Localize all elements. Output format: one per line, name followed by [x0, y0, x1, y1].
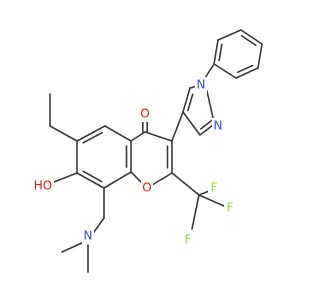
- bond-hydroxyl: [53, 172, 78, 183]
- bond-phenyl-4: [257, 43, 263, 69]
- bond-cf-right: [198, 194, 225, 207]
- bond-to-phenyl: [204, 63, 215, 79]
- bond-phenyl-2: [217, 29, 242, 41]
- fluorine-right-text: F: [227, 201, 234, 215]
- bond-benzo-inner-1: [82, 131, 104, 144]
- pyrazole-n2-label: N: [212, 118, 224, 134]
- bond-pyrazole-5: [182, 111, 201, 136]
- fluorine-right-label: F: [224, 200, 236, 216]
- molecule-canvas: O HO O N N N: [32, 29, 263, 273]
- atom-label-layer: O HO O N N N: [32, 77, 236, 248]
- molecule-structure-drawing: O HO O N N N: [32, 29, 263, 273]
- carbonyl-oxygen-text: O: [140, 107, 149, 121]
- bond-layer: [49, 29, 263, 273]
- bond-phenyl-1: [213, 39, 219, 65]
- bond-benzo-4: [103, 171, 132, 189]
- pyrazole-n1-text: N: [197, 78, 206, 92]
- fluorine-top-text: F: [211, 181, 218, 195]
- bond-phenyl-inner-3: [236, 64, 254, 74]
- bond-benzo-3: [76, 172, 105, 189]
- bond-cf3: [171, 172, 200, 196]
- bond-phenyl-3: [240, 29, 263, 45]
- pyrazole-n2-text: N: [214, 119, 223, 133]
- bond-phenyl-6: [213, 63, 237, 79]
- bond-benzo-1: [76, 125, 106, 142]
- amine-nitrogen-label: N: [82, 228, 94, 244]
- bond-pyrazole-inner-1: [187, 93, 194, 112]
- amine-nitrogen-text: N: [84, 229, 93, 243]
- fluorine-bottom-label: F: [182, 232, 194, 248]
- bond-pyrazole-1: [182, 87, 191, 113]
- fluorine-top-label: F: [208, 180, 220, 196]
- hydroxyl-label: HO: [32, 178, 54, 194]
- hydroxyl-text: HO: [34, 179, 52, 193]
- bond-pyranone-2: [144, 131, 173, 142]
- pyrazole-n1-label: N: [195, 77, 207, 93]
- bond-benzo-6: [104, 125, 132, 142]
- ring-oxygen-label: O: [141, 180, 153, 196]
- bond-to-amine: [93, 217, 105, 233]
- fluorine-bottom-text: F: [185, 233, 192, 247]
- bond-phenyl-5: [235, 67, 259, 79]
- bond-phenyl-inner-1: [218, 43, 223, 62]
- bond-n-methyl-1: [61, 241, 85, 253]
- bond-pyranone-1: [130, 131, 146, 142]
- bond-pyrazole-inner-2: [200, 119, 214, 130]
- bond-cf-bottom: [191, 194, 200, 230]
- bond-benzo-inner-2: [82, 170, 103, 183]
- carbonyl-oxygen-label: O: [139, 106, 151, 122]
- bond-to-pyrazole: [171, 111, 184, 142]
- bond-pyrazole-3: [206, 90, 214, 119]
- bond-ethyl-1: [49, 125, 78, 142]
- bond-cf-top: [198, 190, 210, 196]
- bond-phenyl-inner-2: [240, 34, 257, 47]
- ring-oxygen-text: O: [142, 181, 151, 195]
